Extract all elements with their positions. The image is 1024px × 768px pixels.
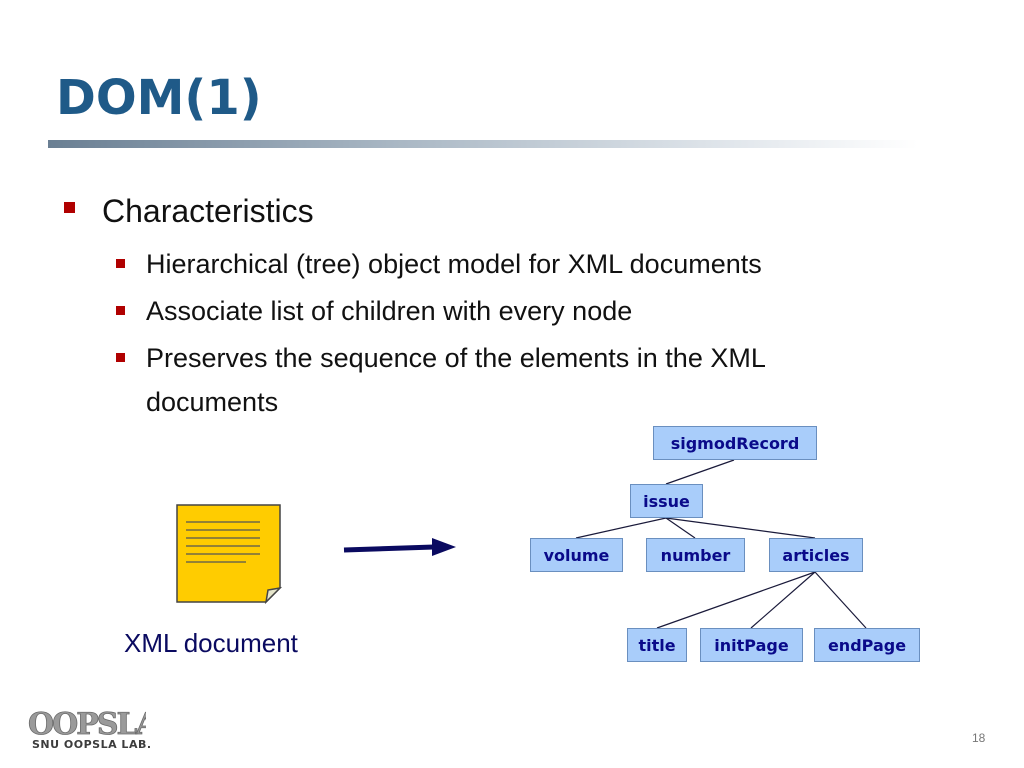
node-volume: volume — [530, 538, 623, 572]
bullet-associate: Associate list of children with every no… — [146, 296, 633, 326]
node-articles: articles — [769, 538, 863, 572]
node-number: number — [646, 538, 745, 572]
node-issue: issue — [630, 484, 703, 518]
bullet-square-icon — [116, 259, 125, 268]
lab-name: SNU OOPSLA LAB. — [32, 738, 152, 751]
bullet-square-icon — [116, 353, 125, 362]
xml-document-label: XML document — [124, 628, 298, 658]
right-arrow-icon — [343, 538, 456, 556]
xml-document-icon — [176, 504, 282, 604]
oopsla-logo: OOPSLA — [28, 707, 146, 743]
node-initpage: initPage — [700, 628, 803, 662]
node-title: title — [627, 628, 687, 662]
bullet-square-icon — [64, 202, 75, 213]
bullet-preserves: Preserves the sequence of the elements i… — [146, 343, 766, 373]
node-sigmodrecord: sigmodRecord — [653, 426, 817, 460]
title-rule — [48, 140, 918, 148]
slide-title: DOM(1) — [56, 70, 262, 126]
bullet-preserves-continued: documents — [146, 387, 279, 417]
bullet-square-icon — [116, 306, 125, 315]
bullet-hierarchical: Hierarchical (tree) object model for XML… — [146, 249, 762, 279]
bullet-characteristics: Characteristics — [102, 193, 314, 229]
page-number: 18 — [972, 731, 986, 745]
logo-wordmark: OOPSLA — [28, 707, 146, 742]
node-endpage: endPage — [814, 628, 920, 662]
